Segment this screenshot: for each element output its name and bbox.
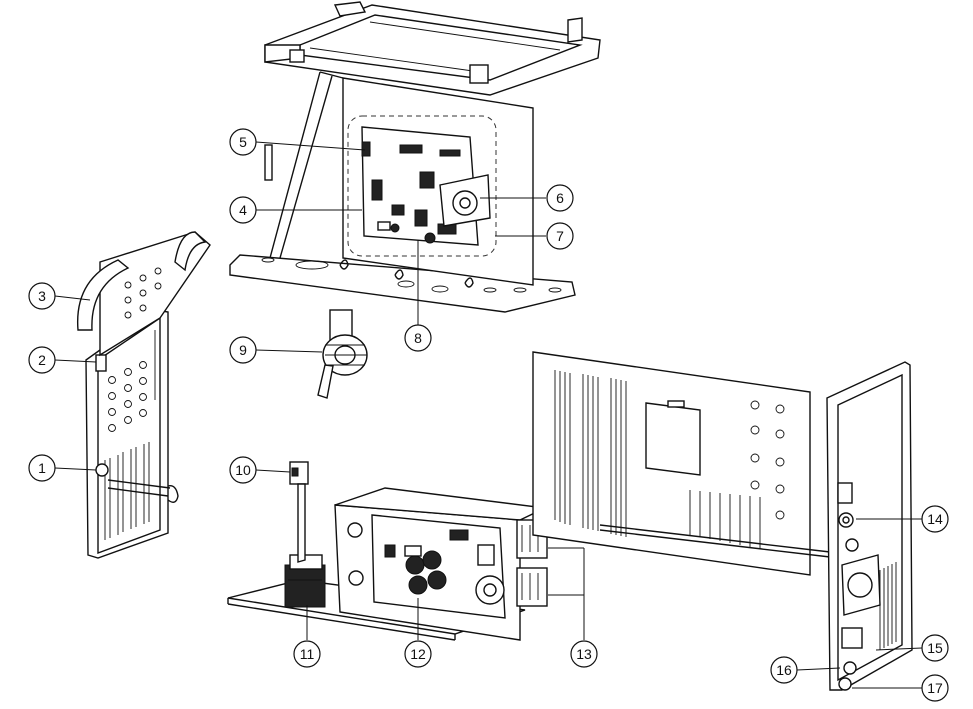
top-cover bbox=[264, 1, 601, 96]
power-board bbox=[334, 487, 548, 641]
callout-label: 10 bbox=[235, 462, 251, 478]
callout-4: 4 bbox=[229, 196, 257, 224]
callout-10: 10 bbox=[229, 456, 257, 484]
callout-1: 1 bbox=[28, 454, 56, 482]
toroid-filter bbox=[317, 309, 368, 399]
transformer bbox=[284, 554, 326, 608]
front-panel bbox=[85, 309, 179, 559]
callout-label: 14 bbox=[927, 511, 943, 527]
callout-11: 11 bbox=[293, 640, 321, 668]
callout-label: 9 bbox=[239, 342, 247, 358]
side-panel bbox=[532, 351, 831, 576]
callout-label: 6 bbox=[556, 190, 564, 206]
callout-3: 3 bbox=[28, 282, 56, 310]
callout-17: 17 bbox=[921, 674, 949, 702]
callout-label: 1 bbox=[38, 460, 46, 476]
callout-2: 2 bbox=[28, 346, 56, 374]
callout-5: 5 bbox=[229, 128, 257, 156]
callout-7: 7 bbox=[546, 222, 574, 250]
callout-label: 13 bbox=[576, 646, 592, 662]
callout-label: 5 bbox=[239, 134, 247, 150]
bracket bbox=[289, 461, 309, 563]
callout-label: 4 bbox=[239, 202, 247, 218]
leader-lines bbox=[54, 141, 923, 689]
callout-label: 3 bbox=[38, 288, 46, 304]
callout-label: 12 bbox=[410, 646, 426, 662]
callout-label: 15 bbox=[927, 640, 943, 656]
callout-label: 2 bbox=[38, 352, 46, 368]
callout-14: 14 bbox=[921, 505, 949, 533]
callout-label: 7 bbox=[556, 228, 564, 244]
callout-6: 6 bbox=[546, 184, 574, 212]
callout-label: 16 bbox=[776, 662, 792, 678]
rear-panel bbox=[826, 361, 913, 691]
callout-label: 8 bbox=[414, 330, 422, 346]
callout-9: 9 bbox=[229, 336, 257, 364]
callout-15: 15 bbox=[921, 634, 949, 662]
callout-8: 8 bbox=[404, 324, 432, 352]
callout-16: 16 bbox=[770, 656, 798, 684]
callout-label: 17 bbox=[927, 680, 943, 696]
callout-12: 12 bbox=[404, 640, 432, 668]
carry-handle bbox=[76, 231, 211, 357]
control-board bbox=[347, 115, 497, 257]
callout-label: 11 bbox=[300, 646, 315, 662]
callout-13: 13 bbox=[570, 640, 598, 668]
